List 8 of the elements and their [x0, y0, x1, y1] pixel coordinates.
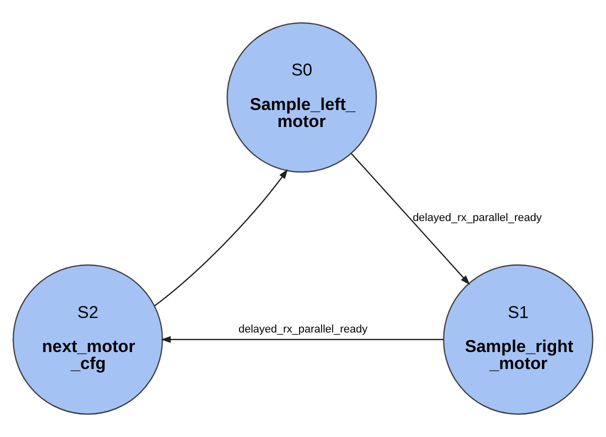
arrow: [350, 153, 470, 285]
node-circle: S0 Sample_left_ motor: [226, 22, 377, 173]
edge-label: delayed_rx_parallel_ready: [238, 323, 368, 336]
edge-label: delayed_rx_parallel_ready: [412, 212, 542, 224]
node-circle: S1 Sample_right _motor: [442, 264, 594, 415]
node-circle: S2 next_motor _cfg: [12, 264, 164, 415]
arrow: [154, 169, 288, 306]
arrow: [160, 336, 444, 343]
